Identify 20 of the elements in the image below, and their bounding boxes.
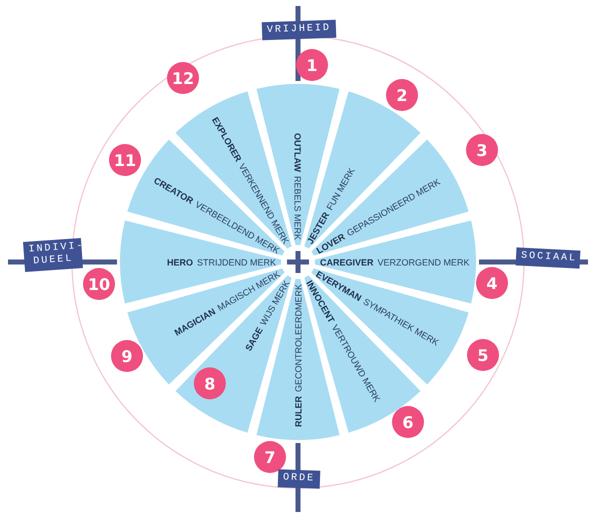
number-badge: 4 [476,267,508,299]
axis-label: ORDE [278,469,320,489]
number-badge: 1 [296,49,328,81]
number-badge: 6 [392,406,424,438]
number-badge: 9 [111,340,143,372]
number-badge: 7 [254,441,286,473]
archetype-label: RULER GECONTROLEERDMERK [294,284,304,428]
number-badge: 10 [83,268,115,300]
number-badge: 5 [467,339,499,371]
number-badge: 3 [466,134,498,166]
archetype-label: HERO STRIJDEND MERK [166,258,276,268]
axis-label: INDIVI- DUEEL [23,238,83,272]
number-badge: 8 [194,367,226,400]
number-badge: 2 [386,79,418,111]
axis-label: VRIJHEID [262,20,336,40]
archetype-label: CAREGIVER VERZORGEND MERK [320,258,470,268]
number-badge: 11 [109,144,141,176]
axis-label: SOCIAAL [516,247,580,269]
archetype-label: OUTLAW REBELS MERK [292,132,302,240]
number-badge: 12 [167,62,199,94]
